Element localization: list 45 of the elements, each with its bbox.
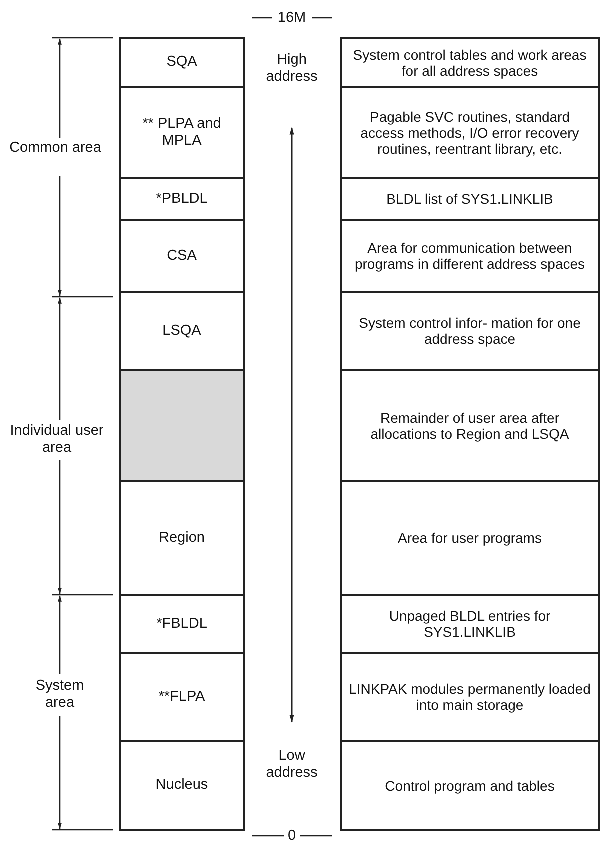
description-text: System control infor- mation for one address space: [358, 315, 582, 347]
description-box: [340, 480, 600, 596]
segment-label: ** PLPA and MPLA: [142, 116, 222, 150]
area-label: Common area: [8, 140, 102, 157]
memory-segment: [119, 652, 245, 742]
description-box: [340, 594, 600, 654]
description-box: [340, 219, 600, 293]
description-text: LINKPAK modules permanently loaded into main storage: [348, 681, 592, 713]
memory-segment: [119, 594, 245, 654]
memory-segment: [119, 177, 245, 221]
memory-segment: [119, 740, 245, 831]
address-label: High address: [265, 52, 319, 86]
description-text: Area for user programs: [397, 530, 543, 546]
segment-label: LSQA: [162, 322, 202, 340]
description-box: [340, 37, 600, 88]
description-text: BLDL list of SYS1.LINKLIB: [386, 191, 554, 207]
description-box: [340, 291, 600, 371]
address-label: 16M: [276, 10, 308, 27]
description-text: Area for communication between programs in different address spaces: [354, 240, 586, 272]
segment-label: **FLPA: [158, 688, 206, 706]
description-text: Pagable SVC routines, standard access methods, I/O error recovery routines, reentrant library, etc.: [360, 108, 580, 156]
description-box: [340, 177, 600, 221]
address-label: Low address: [265, 748, 319, 782]
description-text: Unpaged BLDL entries for SYS1.LINKLIB: [388, 608, 552, 640]
segment-label: Region: [159, 530, 205, 546]
description-box: [340, 652, 600, 742]
description-text: Control program and tables: [384, 778, 556, 794]
description-box: [340, 740, 600, 831]
segment-label: CSA: [167, 248, 197, 264]
area-label: System area: [34, 678, 86, 712]
memory-segment: [119, 480, 245, 596]
area-label: Individual user area: [9, 423, 105, 457]
description-text: Remainder of user area after allocations to Region and LSQA: [370, 410, 570, 442]
memory-segment: [119, 37, 245, 88]
description-box: [340, 369, 600, 482]
segment-label: Nucleus: [156, 777, 208, 794]
memory-segment: [119, 219, 245, 293]
address-label: 0: [286, 828, 298, 841]
segment-label: SQA: [166, 54, 198, 71]
description-box: [340, 86, 600, 179]
memory-segment: [119, 86, 245, 179]
description-text: System control tables and work areas for all address spaces: [352, 46, 588, 78]
segment-label: *FBLDL: [156, 616, 208, 632]
shaded-segment: [119, 369, 245, 482]
segment-label: *PBLDL: [156, 190, 208, 208]
